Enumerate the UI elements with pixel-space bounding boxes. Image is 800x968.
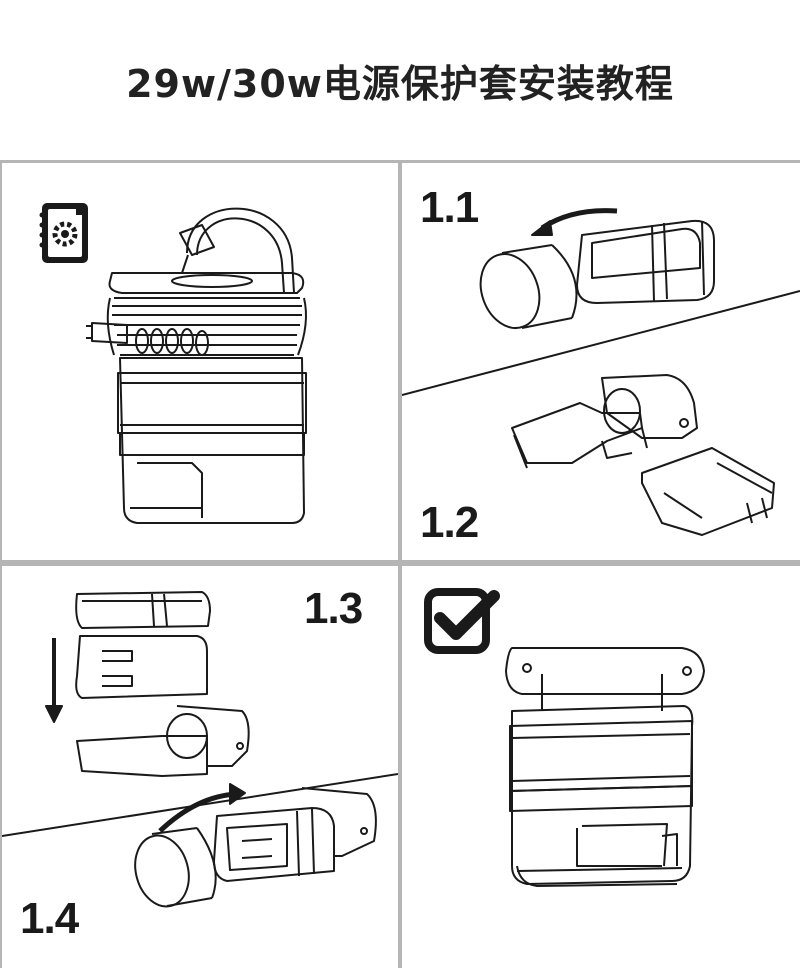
- insert-down-arrow-icon: [45, 638, 63, 723]
- panel-overview: [2, 163, 398, 560]
- overview-illustration: [39, 203, 307, 524]
- settings-document-icon: [39, 203, 88, 263]
- power-adapter-drawing: [75, 635, 208, 699]
- tray-with-plate-drawing: [76, 705, 250, 777]
- cover-ring-drawing: [479, 244, 578, 329]
- panel-steps-1-3-and-1-4: 1.3 1.4: [2, 566, 398, 968]
- top-tray-drawing: [75, 591, 211, 629]
- steps-1-3-1-4-illustration: [2, 591, 398, 908]
- charger-with-cable-drawing: [86, 207, 307, 524]
- section-divider-line: [402, 290, 800, 396]
- steps-1-1-1-2-illustration: [402, 208, 800, 536]
- step-label-1-3: 1.3: [304, 584, 363, 633]
- lower-tray-drawing: [511, 402, 648, 469]
- protective-sleeve-drawing: [576, 219, 715, 304]
- step-label-1-4: 1.4: [20, 894, 79, 943]
- checkmark-box-icon: [424, 588, 500, 654]
- slide-ring-arrow-icon: [158, 783, 246, 833]
- assembled-sleeve-drawing: [213, 787, 377, 882]
- mounting-plate-drawing: [601, 374, 698, 439]
- panel-steps-1-1-and-1-2: 1.1 1.2: [402, 163, 800, 560]
- remove-ring-arrow-icon: [531, 208, 618, 236]
- cover-ring-drawing: [134, 827, 217, 908]
- step-label-1-2: 1.2: [420, 498, 479, 547]
- panel-result: [402, 566, 800, 968]
- instruction-grid: 1.1 1.2: [0, 160, 800, 968]
- upper-tray-drawing: [641, 447, 775, 536]
- installed-charger-drawing: [505, 647, 705, 887]
- page-title: 29w/30w电源保护套安装教程: [126, 61, 674, 106]
- result-illustration: [424, 588, 705, 887]
- step-label-1-1: 1.1: [420, 183, 479, 232]
